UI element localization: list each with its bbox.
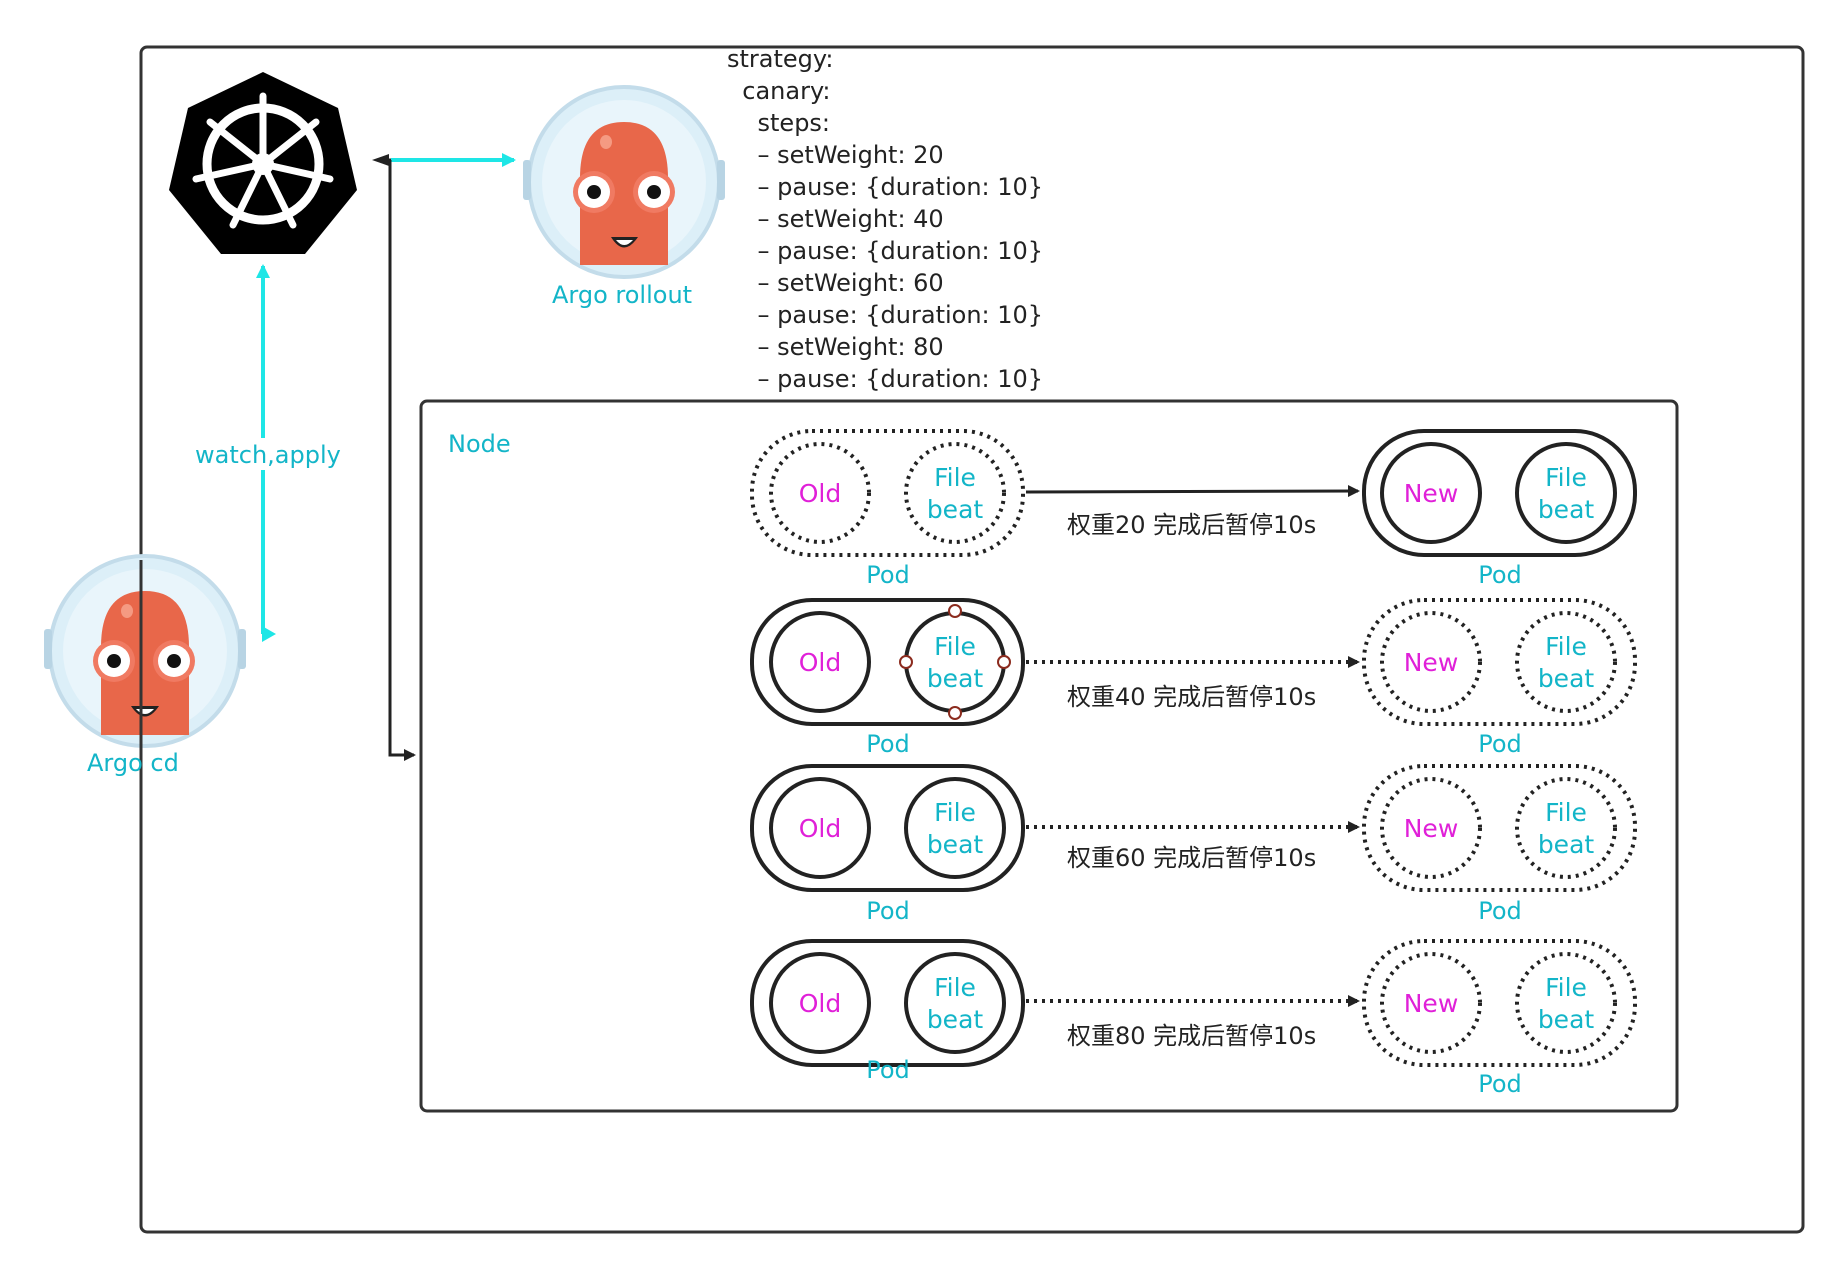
yaml-line: – pause: {duration: 10} — [727, 173, 1043, 201]
yaml-line: – pause: {duration: 10} — [727, 301, 1043, 329]
pod-label: Pod — [866, 897, 910, 925]
yaml-line: – setWeight: 40 — [727, 205, 944, 233]
pod-label: Pod — [1478, 730, 1522, 758]
step-arrow — [1025, 485, 1360, 498]
filebeat-label: File — [1545, 798, 1587, 827]
old-container — [769, 952, 871, 1054]
filebeat-label: File — [934, 798, 976, 827]
new-pod — [1362, 429, 1637, 557]
old-pod — [750, 939, 1025, 1067]
yaml-line: – setWeight: 20 — [727, 141, 944, 169]
filebeat-label: beat — [927, 1005, 984, 1034]
new-label: New — [1404, 648, 1459, 677]
pod-label: Pod — [1478, 1070, 1522, 1098]
old-label: Old — [799, 479, 842, 508]
node-label: Node — [448, 430, 511, 458]
step-row-3: Old File beat Pod 权重60 完成后暂停10s New File… — [750, 764, 1637, 925]
old-label: Old — [799, 989, 842, 1018]
new-container — [1380, 611, 1482, 713]
filebeat-label: File — [1545, 463, 1587, 492]
pod-label: Pod — [866, 1056, 910, 1084]
old-pod — [750, 598, 1025, 726]
pod-label: Pod — [1478, 561, 1522, 589]
old-container — [769, 442, 871, 544]
yaml-line: canary: — [727, 77, 831, 105]
new-pod — [1362, 598, 1637, 726]
new-container — [1380, 952, 1482, 1054]
old-label: Old — [799, 814, 842, 843]
filebeat-container — [1515, 952, 1617, 1054]
step-row-2: Old File beat Pod 权重40 完成后暂停10s New File… — [750, 598, 1637, 758]
filebeat-label: File — [934, 973, 976, 1002]
selection-handle — [997, 655, 1011, 669]
yaml-line: – pause: {duration: 10} — [727, 365, 1043, 393]
yaml-line: – setWeight: 80 — [727, 333, 944, 361]
canary-strategy-yaml: strategy: canary: steps: – setWeight: 20… — [727, 45, 1043, 393]
argo-rollout-label: Argo rollout — [552, 281, 692, 309]
yaml-line: – pause: {duration: 10} — [727, 237, 1043, 265]
yaml-line: strategy: — [727, 45, 833, 73]
old-label: Old — [799, 648, 842, 677]
selection-handle — [899, 655, 913, 669]
filebeat-container — [904, 777, 1006, 879]
step-caption: 权重60 完成后暂停10s — [1067, 844, 1316, 872]
step-caption: 权重40 完成后暂停10s — [1067, 683, 1316, 711]
kubernetes-icon — [169, 72, 357, 254]
node-frame — [419, 399, 1679, 1113]
k8s-node-connector — [388, 158, 416, 761]
old-container — [769, 777, 871, 879]
new-container — [1380, 777, 1482, 879]
filebeat-label: beat — [1538, 664, 1595, 693]
argo-cd-mascot-icon — [44, 554, 246, 748]
argo-rollout-mascot-icon — [523, 85, 725, 279]
step-row-1: Old File beat Pod 权重20 完成后暂停10s New File… — [750, 429, 1637, 589]
pod-label: Pod — [866, 561, 910, 589]
filebeat-label: beat — [1538, 1005, 1595, 1034]
filebeat-container — [1515, 442, 1617, 544]
filebeat-label: beat — [1538, 495, 1595, 524]
filebeat-label: beat — [1538, 830, 1595, 859]
old-container — [769, 611, 871, 713]
old-pod — [750, 429, 1025, 557]
filebeat-label: File — [1545, 973, 1587, 1002]
filebeat-container — [904, 952, 1006, 1054]
watch-apply-label: watch,apply — [195, 441, 341, 469]
filebeat-label: File — [934, 463, 976, 492]
filebeat-label: File — [1545, 632, 1587, 661]
filebeat-label: File — [934, 632, 976, 661]
new-label: New — [1404, 814, 1459, 843]
argo-cd-label: Argo cd — [87, 749, 179, 777]
new-pod — [1362, 764, 1637, 892]
step-row-4: Old File beat Pod 权重80 完成后暂停10s New File… — [750, 939, 1637, 1098]
filebeat-label: beat — [927, 664, 984, 693]
step-caption: 权重80 完成后暂停10s — [1067, 1022, 1316, 1050]
filebeat-label: beat — [927, 830, 984, 859]
new-container — [1380, 442, 1482, 544]
filebeat-container — [904, 442, 1006, 544]
yaml-line: – setWeight: 60 — [727, 269, 944, 297]
yaml-line: steps: — [727, 109, 830, 137]
new-label: New — [1404, 479, 1459, 508]
pod-label: Pod — [1478, 897, 1522, 925]
old-pod — [750, 764, 1025, 892]
filebeat-label: beat — [927, 495, 984, 524]
new-label: New — [1404, 989, 1459, 1018]
step-caption: 权重20 完成后暂停10s — [1067, 511, 1316, 539]
selection-handle — [948, 706, 962, 720]
new-pod — [1362, 939, 1637, 1067]
pod-label: Pod — [866, 730, 910, 758]
filebeat-container — [1515, 777, 1617, 879]
selection-handle — [948, 604, 962, 618]
filebeat-container — [1515, 611, 1617, 713]
